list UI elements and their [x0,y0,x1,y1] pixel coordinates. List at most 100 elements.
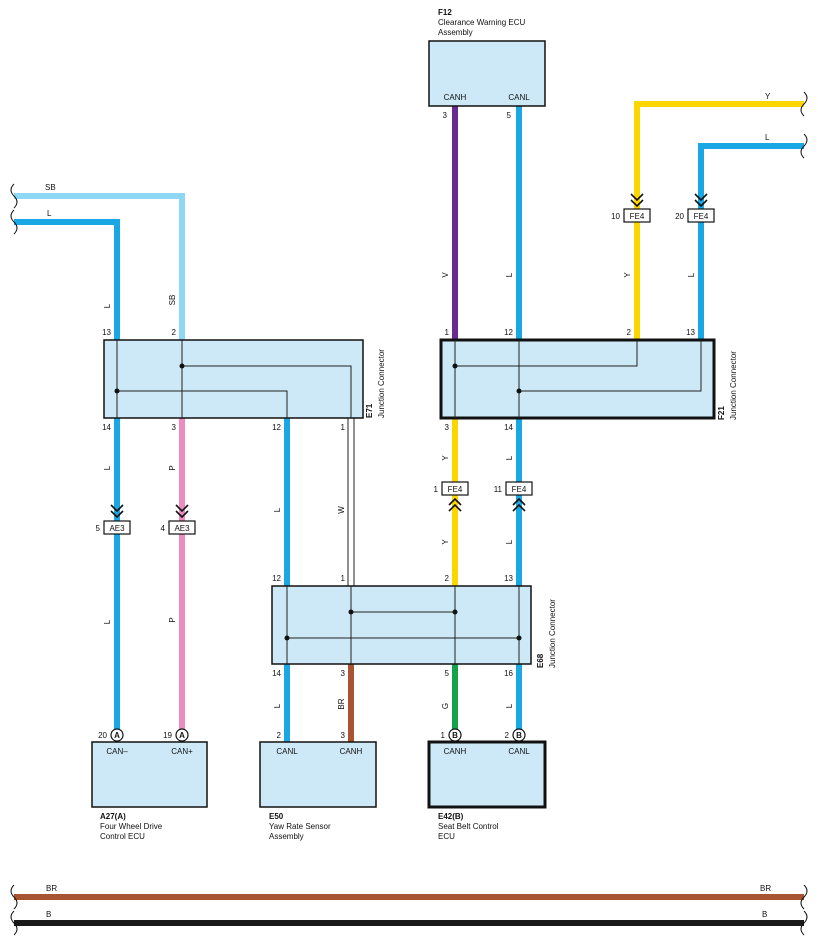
fe4-10-tag [623,208,651,223]
e71-code: E71 [365,403,374,418]
e68-pin-3: 3 [341,669,346,678]
wire-label-e71-in-l: L [103,303,112,308]
ae3-4-pin: 4 [161,524,166,533]
fe4-1-chevron-icon [448,497,462,512]
e50-pin-3: 3 [341,731,346,740]
wire-label-ae3-l-up: L [103,465,112,470]
fe4-11-chevron-icon [512,497,526,512]
e42-name-line1: Seat Belt Control [438,822,499,831]
f21-pin-12: 12 [504,328,513,337]
f12-pin-5: 5 [507,111,512,120]
wire-label-fe4-y-down: Y [441,455,450,461]
a27-box [91,741,208,808]
e42-box [427,740,547,809]
a27-conn-marker-19 [175,728,189,742]
e50-term-canl: CANL [276,747,298,756]
a27-term-can-minus: CAN– [106,747,128,756]
e42-name-line2: ECU [438,832,455,841]
a27-conn-letter-20: A [114,731,120,740]
e71-pin-13: 13 [102,328,111,337]
wire-break-right-br [800,884,808,910]
fe4-11-name: FE4 [512,485,527,494]
wire-break-right-b [800,910,808,936]
fe4-10-chevron-icon [630,193,644,208]
f12-name-line2: Assembly [438,28,473,37]
e42-code: E42(B) [438,812,464,821]
e50-box [259,741,377,808]
f12-pin-3: 3 [443,111,448,120]
e50-pin-2: 2 [277,731,282,740]
wire-label-e42-l: L [505,703,514,708]
fe4-1-tag [441,481,469,496]
e68-pin-1: 1 [341,574,346,583]
wire-label-w: W [337,506,346,514]
ae3-4-chevron-icon [175,504,189,519]
e50-name-line1: Yaw Rate Sensor [269,822,331,831]
wire-label-bottom-b-right: B [762,910,767,919]
ae3-5-chevron-icon [110,504,124,519]
e68-code: E68 [536,653,545,668]
wire-label-l-top-left: L [47,209,52,218]
ae3-4-name: AE3 [174,524,190,533]
f21-pin-2: 2 [627,328,632,337]
a27-pin-19: 19 [163,731,172,740]
f21-pin-13: 13 [686,328,695,337]
e71-pin-2: 2 [172,328,177,337]
wire-y-top-right [634,101,804,340]
e42-pin-1: 1 [441,731,446,740]
e50-code: E50 [269,812,284,821]
wire-label-ae3-l-down: L [103,619,112,624]
e71-pin-1: 1 [341,423,346,432]
fe4-10-pin: 10 [611,212,620,221]
wire-label-sb-top: SB [45,183,56,192]
e42-conn-letter-1: B [452,731,458,740]
e42-term-canl: CANL [508,747,530,756]
e50-term-canh: CANH [340,747,363,756]
f12-term-canl: CANL [508,93,530,102]
fe4-10-name: FE4 [630,212,645,221]
a27-conn-marker-20 [110,728,124,742]
e68-pin-13: 13 [504,574,513,583]
fe4-20-pin: 20 [675,212,684,221]
a27-code: A27(A) [100,812,126,821]
e68-pin-2: 2 [445,574,450,583]
e71-label: Junction Connector [377,349,386,418]
e68-pin-14: 14 [272,669,281,678]
ae3-5-tag [103,520,131,535]
wire-label-bottom-br-right: BR [760,884,771,893]
wire-label-br: BR [337,698,346,709]
wire-label-l-top-right: L [765,133,770,142]
ae3-4-tag [168,520,196,535]
e68-pin-5: 5 [445,669,450,678]
wire-label-e68-l-in: L [273,507,282,512]
f12-name-line1: Clearance Warning ECU [438,18,526,27]
wire-l-top-left [14,219,120,340]
wire-label-l-e68: L [505,539,514,544]
wire-break-left-b [10,910,18,936]
wire-label-f12-l: L [505,272,514,277]
wire-break-right-y [800,91,808,117]
a27-pin-20: 20 [98,731,107,740]
fe4-20-tag [687,208,715,223]
a27-conn-letter-19: A [179,731,185,740]
wire-l-top-right [698,143,804,340]
f21-pin-14: 14 [504,423,513,432]
wire-label-y-e68: Y [441,539,450,545]
wire-label-ae3-p-up: P [168,465,177,470]
f12-code: F12 [438,8,452,17]
fe4-20-name: FE4 [694,212,709,221]
fe4-11-tag [505,481,533,496]
a27-name-line1: Four Wheel Drive [100,822,163,831]
e42-conn-letter-2: B [516,731,522,740]
wire-label-fe4-l-down: L [505,455,514,460]
e71-pin-14: 14 [102,423,111,432]
wire-sb-top [14,193,185,340]
a27-term-can-plus: CAN+ [171,747,193,756]
fe4-11-pin: 11 [494,485,503,494]
ae3-5-pin: 5 [96,524,101,533]
a27-name-line2: Control ECU [100,832,145,841]
wire-label-g: G [441,703,450,709]
fe4-1-pin: 1 [434,485,439,494]
e71-pin-12: 12 [272,423,281,432]
